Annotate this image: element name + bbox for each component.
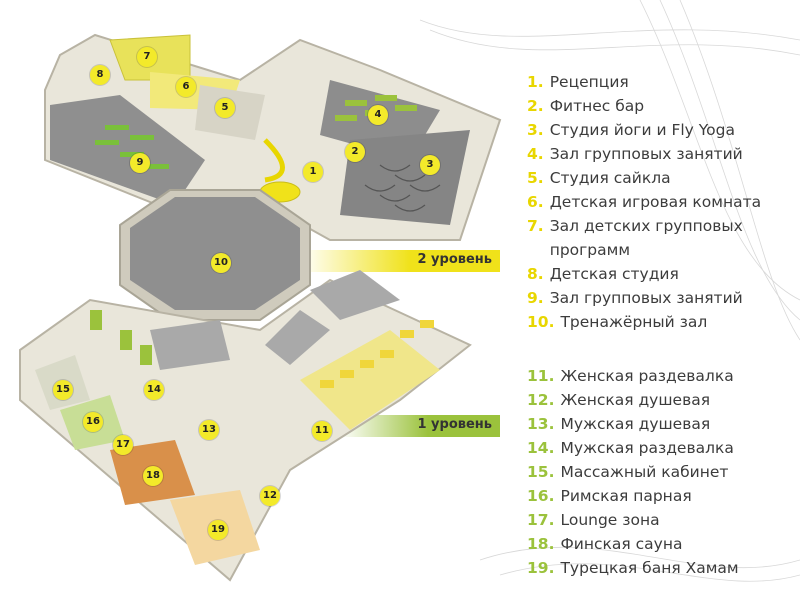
legend-item: 8. Детская студия	[527, 262, 797, 286]
map-marker-18: 18	[143, 466, 163, 486]
map-marker-12: 12	[260, 486, 280, 506]
legend-level-2: 1. Рецепция 2. Фитнес бар 3. Студия йоги и Fl…	[527, 70, 797, 334]
map-marker-15: 15	[53, 380, 73, 400]
legend-item-number: 15.	[527, 463, 555, 481]
map-marker-7: 7	[137, 47, 157, 67]
map-marker-6: 6	[176, 77, 196, 97]
legend-item-label: Зал групповых занятий	[549, 289, 743, 307]
legend-item-label: Женская раздевалка	[560, 367, 734, 385]
legend-item-label: Студия сайкла	[549, 169, 671, 187]
legend-item-label: Студия йоги и Fly Yoga	[549, 121, 736, 139]
mats-hall-9	[95, 125, 169, 169]
legend-item-label: Зал групповых занятий	[549, 145, 743, 163]
legend-item-label: Женская душевая	[560, 391, 711, 409]
level-label-upper: 2 уровень	[417, 252, 492, 267]
reception-desk	[263, 138, 285, 183]
legend-item-number: 14.	[527, 439, 555, 457]
legend-item: 5. Студия сайкла	[527, 166, 797, 190]
legend-item: 17. Lounge зона	[527, 508, 797, 532]
legend-item: 4. Зал групповых занятий	[527, 142, 797, 166]
legend-item-number: 9.	[527, 289, 544, 307]
legend-item-number: 13.	[527, 415, 555, 433]
level-band-lower: 1 уровень	[340, 415, 500, 437]
legend-item-number: 16.	[527, 487, 555, 505]
map-marker-17: 17	[113, 435, 133, 455]
room-11-floor	[300, 330, 440, 430]
map-marker-14: 14	[144, 380, 164, 400]
legend-item: 6. Детская игровая комната	[527, 190, 797, 214]
legend-item: 3. Студия йоги и Fly Yoga	[527, 118, 797, 142]
storage-room-a	[150, 320, 230, 370]
legend-item-label: Lounge зона	[560, 511, 660, 529]
legend-item-number: 4.	[527, 145, 544, 163]
legend-item: 11. Женская раздевалка	[527, 364, 797, 388]
map-marker-16: 16	[83, 412, 103, 432]
room-9-floor	[50, 95, 205, 205]
legend-item-number: 5.	[527, 169, 544, 187]
fly-yoga-hammocks	[364, 164, 441, 212]
legend-item: 12. Женская душевая	[527, 388, 797, 412]
storage-room-b	[265, 310, 330, 365]
legend-item: 10. Тренажёрный зал	[527, 310, 797, 334]
map-marker-1: 1	[303, 162, 323, 182]
legend-item-number: 19.	[527, 559, 555, 577]
legend-item-number: 17.	[527, 511, 555, 529]
legend-item-number: 10.	[527, 313, 555, 331]
legend-item: 2. Фитнес бар	[527, 94, 797, 118]
legend-item: 9. Зал групповых занятий	[527, 286, 797, 310]
legend-item-number: 8.	[527, 265, 544, 283]
map-marker-9: 9	[130, 153, 150, 173]
legend-item: 19. Турецкая баня Хамам	[527, 556, 797, 580]
legend-item-number: 18.	[527, 535, 555, 553]
legend-item: 18. Финская сауна	[527, 532, 797, 556]
legend-item: 7. Зал детских групповых программ	[527, 214, 797, 262]
legend-item-number: 7.	[527, 217, 544, 235]
legend-item: 14. Мужская раздевалка	[527, 436, 797, 460]
legend-item-label: Римская парная	[560, 487, 692, 505]
legend-item-label: Мужская раздевалка	[560, 439, 734, 457]
map-marker-5: 5	[215, 98, 235, 118]
legend-item-label: Турецкая баня Хамам	[560, 559, 739, 577]
legend-item-label: Рецепция	[549, 73, 629, 91]
legend-item-number: 3.	[527, 121, 544, 139]
legend-item: 15. Массажный кабинет	[527, 460, 797, 484]
legend-item: 1. Рецепция	[527, 70, 797, 94]
map-marker-3: 3	[420, 155, 440, 175]
map-marker-2: 2	[345, 142, 365, 162]
storage-room-c	[310, 270, 400, 320]
legend-item-label: Массажный кабинет	[560, 463, 729, 481]
legend-item-label: Мужская душевая	[560, 415, 711, 433]
lockers-women	[320, 320, 434, 388]
legend-item-label: Фитнес бар	[549, 97, 645, 115]
map-marker-10: 10	[211, 253, 231, 273]
lockers-men	[90, 310, 152, 365]
map-marker-8: 8	[90, 65, 110, 85]
legend-item: 13. Мужская душевая	[527, 412, 797, 436]
legend-item-label: Зал детских групповых программ	[549, 217, 743, 259]
legend-item-label: Детская игровая комната	[549, 193, 762, 211]
level-band-upper: 2 уровень	[300, 250, 500, 272]
legend-item-label: Тренажёрный зал	[560, 313, 708, 331]
legend-item-number: 11.	[527, 367, 555, 385]
map-marker-19: 19	[208, 520, 228, 540]
map-marker-4: 4	[368, 105, 388, 125]
map-marker-11: 11	[312, 421, 332, 441]
legend-item-label: Финская сауна	[560, 535, 683, 553]
map-marker-13: 13	[199, 420, 219, 440]
legend-item-number: 6.	[527, 193, 544, 211]
room-3-floor	[340, 130, 470, 225]
legend-item-number: 2.	[527, 97, 544, 115]
legend-item-number: 1.	[527, 73, 544, 91]
level-label-lower: 1 уровень	[417, 417, 492, 432]
legend-item-label: Детская студия	[549, 265, 679, 283]
legend-item-number: 12.	[527, 391, 555, 409]
legend-item: 16. Римская парная	[527, 484, 797, 508]
